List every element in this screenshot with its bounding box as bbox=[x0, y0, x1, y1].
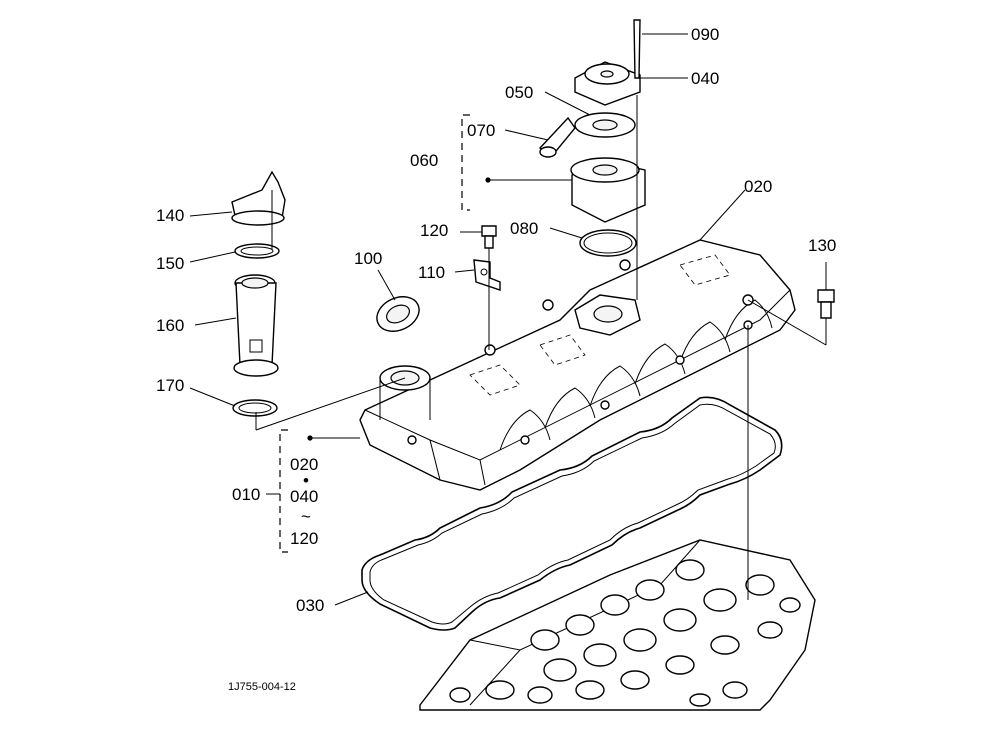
label-140: 140 bbox=[156, 206, 184, 225]
label-170: 170 bbox=[156, 376, 184, 395]
label-040: 040 bbox=[691, 69, 719, 88]
cylinder-head bbox=[419, 539, 816, 711]
figure-code: 1J755-004-12 bbox=[228, 681, 296, 693]
label-070: 070 bbox=[467, 121, 495, 140]
label-050: 050 bbox=[505, 83, 533, 102]
bolt-130 bbox=[817, 289, 835, 319]
label-130: 130 bbox=[808, 236, 836, 255]
label-150: 150 bbox=[156, 254, 184, 273]
breather-pipe bbox=[538, 116, 576, 158]
leader-lines bbox=[189, 33, 827, 606]
label-010: 010 bbox=[232, 485, 260, 504]
label-110: 110 bbox=[418, 263, 445, 282]
bracket-060 bbox=[461, 114, 491, 211]
head-cover bbox=[359, 239, 796, 491]
bracket bbox=[473, 259, 501, 291]
head-cover-gasket bbox=[361, 396, 783, 631]
oil-filler-o-ring-150 bbox=[234, 243, 280, 259]
group-010-third: 120 bbox=[290, 529, 318, 548]
label-030: 030 bbox=[296, 596, 324, 615]
dot-060 bbox=[485, 177, 491, 183]
bolt-120 bbox=[481, 225, 497, 249]
breather-body bbox=[570, 157, 646, 223]
label-020: 020 bbox=[744, 177, 772, 196]
bracket-010 bbox=[266, 429, 313, 553]
group-010-sep1: • bbox=[303, 471, 309, 490]
diaphragm bbox=[574, 112, 636, 138]
group-010-sep2: ~ bbox=[301, 507, 311, 526]
label-120: 120 bbox=[420, 221, 448, 240]
oil-seal bbox=[376, 296, 420, 332]
oil-filler-o-ring-170 bbox=[232, 399, 278, 417]
group-010-second: 040 bbox=[290, 487, 318, 506]
dot-010 bbox=[307, 435, 313, 441]
breather-cover bbox=[574, 61, 641, 106]
label-080: 080 bbox=[510, 219, 538, 238]
screw-090 bbox=[633, 19, 641, 79]
label-090: 090 bbox=[691, 25, 719, 44]
oil-filler-neck bbox=[233, 274, 279, 377]
label-160: 160 bbox=[156, 316, 184, 335]
oil-filler-cap bbox=[231, 170, 286, 226]
o-ring-080 bbox=[579, 229, 637, 257]
label-060: 060 bbox=[410, 151, 438, 170]
group-010-first: 020 bbox=[290, 455, 318, 474]
label-100: 100 bbox=[354, 249, 382, 268]
